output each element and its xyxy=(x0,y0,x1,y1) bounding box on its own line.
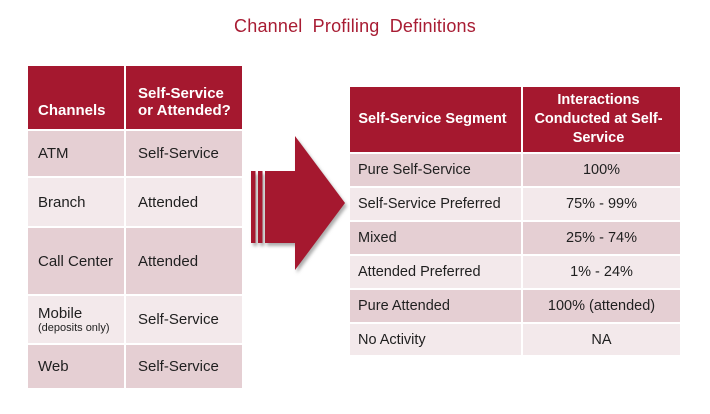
segment-cell-attended-preferred: Attended Preferred xyxy=(350,256,521,288)
segment-cell-mixed: Mixed xyxy=(350,222,521,254)
channel-cell-branch: Branch xyxy=(28,178,124,226)
value-cell-mobile: Self-Service xyxy=(126,296,242,343)
arrow-stripe-1 xyxy=(251,171,256,243)
value-cell-attended-preferred: 1% - 24% xyxy=(523,256,680,288)
channel-cell-mobile-label: Mobile xyxy=(38,304,83,322)
value-cell-pure-self-service: 100% xyxy=(523,154,680,186)
channels-table-header-channels: Channels xyxy=(28,66,124,129)
segment-cell-pure-self-service: Pure Self-Service xyxy=(350,154,521,186)
striped-right-arrow-icon xyxy=(251,136,345,270)
channel-cell-call-center: Call Center xyxy=(28,228,124,294)
channels-table: Channels Self-Service or Attended? ATM S… xyxy=(28,66,242,388)
arrow-stripe-2 xyxy=(258,171,263,243)
value-cell-self-service-preferred: 75% - 99% xyxy=(523,188,680,220)
value-cell-pure-attended: 100% (attended) xyxy=(523,290,680,322)
value-cell-call-center: Attended xyxy=(126,228,242,294)
segments-table-header-interactions: Interactions Conducted at Self-Service xyxy=(523,87,680,152)
channel-cell-web: Web xyxy=(28,345,124,388)
page-title: Channel Profiling Definitions xyxy=(234,16,476,36)
segments-table: Self-Service Segment Interactions Conduc… xyxy=(350,87,680,355)
segment-cell-self-service-preferred: Self-Service Preferred xyxy=(350,188,521,220)
segment-cell-no-activity: No Activity xyxy=(350,324,521,355)
segments-table-header-segment: Self-Service Segment xyxy=(350,87,521,152)
channel-cell-atm: ATM xyxy=(28,131,124,176)
arrow-body xyxy=(265,136,345,270)
channel-cell-mobile-note: (deposits only) xyxy=(38,321,110,334)
channels-table-header-type: Self-Service or Attended? xyxy=(126,66,242,129)
value-cell-web: Self-Service xyxy=(126,345,242,388)
value-cell-mixed: 25% - 74% xyxy=(523,222,680,254)
value-cell-no-activity: NA xyxy=(523,324,680,355)
segment-cell-pure-attended: Pure Attended xyxy=(350,290,521,322)
value-cell-atm: Self-Service xyxy=(126,131,242,176)
value-cell-branch: Attended xyxy=(126,178,242,226)
channel-cell-mobile: Mobile (deposits only) xyxy=(28,296,124,343)
